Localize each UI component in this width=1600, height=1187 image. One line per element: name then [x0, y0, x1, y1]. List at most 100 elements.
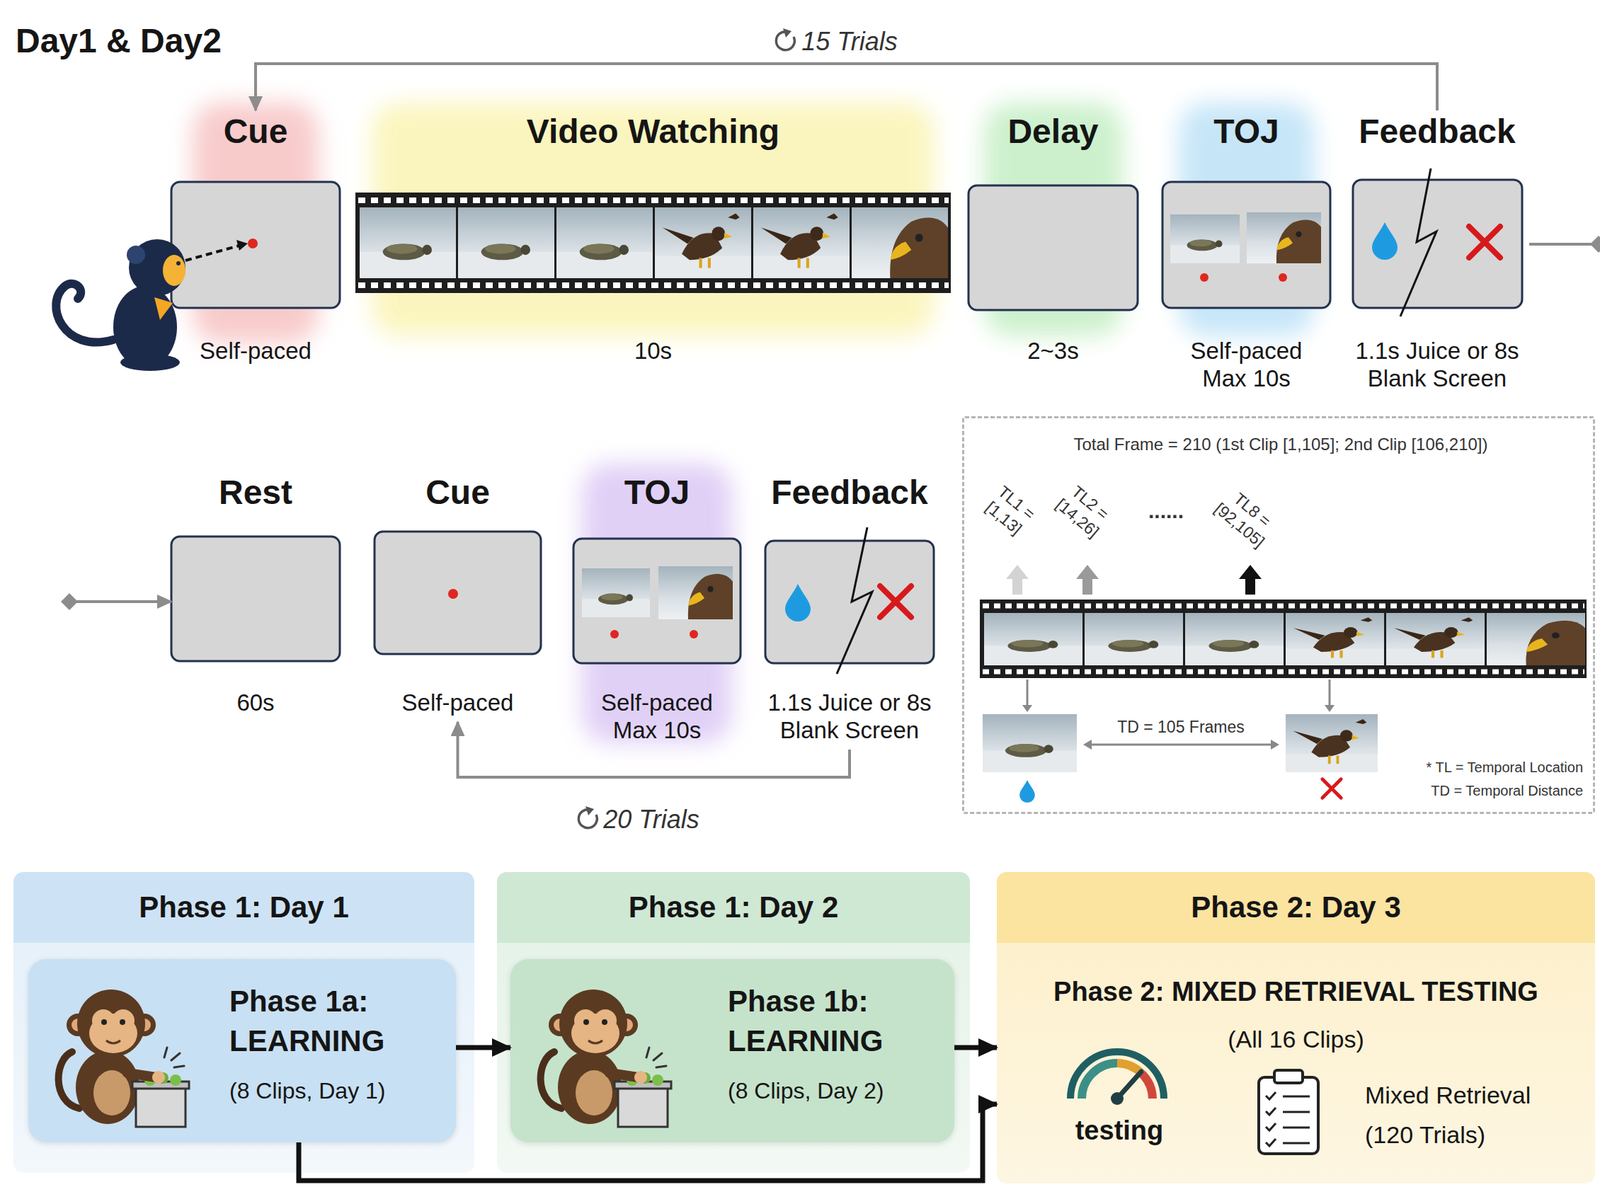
sample-leaders — [1322, 779, 1341, 798]
feedback-stage: Feedback 1.1s Juice or 8s Blank Screen — [1345, 110, 1530, 398]
cue-monkey — [236, 240, 248, 251]
clip-filmstrip — [979, 599, 1587, 679]
gauge-icon — [1070, 1052, 1164, 1106]
stage-heading: Delay — [968, 110, 1138, 153]
stage-timing: 1.1s Juice or 8s Blank Screen — [1345, 336, 1530, 393]
stage-glows — [192, 102, 319, 344]
screens — [171, 181, 340, 308]
feedback-icons — [1469, 226, 1501, 258]
trial-count-label: 20 Trials — [598, 803, 704, 836]
stage-heading: Feedback — [757, 471, 942, 514]
stage-heading: Feedback — [1345, 110, 1530, 153]
phase-panel: Phase 2: Day 3 Phase 2: MIXED RETRIEVAL T… — [996, 872, 1596, 1184]
diagram-title: Day1 & Day2 — [15, 21, 222, 61]
panel-heading: Phase 1: Day 2 — [496, 872, 970, 944]
sample-leaders — [1083, 739, 1092, 750]
icon-caption: Mixed Retrieval (120 Trials) — [1364, 1075, 1550, 1155]
cue-monkey — [120, 353, 180, 371]
delay-stage: Delay2~3s — [968, 110, 1138, 371]
phase-monkeys — [58, 989, 672, 1128]
clip-filmstrip — [1185, 613, 1284, 666]
clipboard-icon — [1274, 1070, 1303, 1084]
video-filmstrip — [359, 207, 456, 279]
flow-connector — [298, 1104, 997, 1181]
stage-glows — [1178, 102, 1315, 337]
video-filmstrip — [654, 207, 752, 279]
sample-leaders — [1328, 679, 1331, 707]
phase-monkeys — [58, 989, 190, 1128]
panel-subheading: Phase 2: MIXED RETRIEVAL TESTING — [1010, 974, 1581, 1010]
panel-heading: Phase 1: Day 1 — [13, 872, 475, 944]
trial-count-label: 15 Trials — [797, 25, 902, 58]
loop-icons — [578, 809, 597, 829]
toj-thumbnails — [581, 568, 650, 618]
sample-leaders — [1022, 705, 1033, 713]
gauge-icon — [1110, 1092, 1124, 1106]
video-filmstrip — [355, 192, 951, 294]
gauge-icon — [1070, 1052, 1164, 1099]
stage-timing: 60s — [184, 688, 327, 717]
video-filmstrip — [458, 207, 555, 279]
phase-panel: Phase 1: Day 2Phase 1b: LEARNING(8 Clips… — [496, 872, 970, 1174]
flow-connector — [458, 722, 851, 778]
video-stage: Video Watching10s — [355, 110, 951, 371]
cue-monkey — [55, 283, 114, 343]
temporal-location: TL2 = [14,26] — [1042, 471, 1125, 550]
screens — [765, 540, 934, 664]
feedback-icons — [785, 584, 811, 622]
rest-stage: Rest60s — [171, 471, 340, 723]
stage-glows — [192, 102, 1315, 744]
panel-subtext: (All 16 Clips) — [1010, 1023, 1581, 1055]
gauge-icon — [1117, 1063, 1142, 1074]
feedback-icons — [836, 527, 873, 674]
screens — [1352, 179, 1523, 308]
temporal-location-arrows — [1006, 564, 1029, 595]
cue-monkey — [154, 297, 173, 320]
screens — [171, 179, 1523, 664]
flow-connector — [455, 1045, 511, 1051]
stage-timing: Self-paced Max 10s — [586, 688, 728, 745]
stage-glows — [984, 102, 1123, 337]
loop-icon-heads — [585, 806, 594, 816]
video-filmstrip — [358, 197, 949, 204]
temporal-location-arrows — [1076, 564, 1099, 595]
toj-stage: TOJSelf-paced Max 10s — [1162, 110, 1331, 398]
panel-heading: Phase 2: Day 3 — [996, 872, 1596, 944]
video-filmstrip — [753, 207, 850, 279]
screens — [573, 538, 741, 664]
cue-monkey — [126, 245, 146, 265]
phase-panel: Phase 1: Day 1Phase 1a: LEARNING(8 Clips… — [13, 872, 475, 1174]
cue-monkey — [176, 261, 181, 266]
stage-timing: 10s — [582, 336, 725, 365]
stage-heading: TOJ — [573, 471, 741, 514]
stage-glows — [371, 102, 935, 337]
video-filmstrip — [556, 207, 653, 279]
video-filmstrip — [355, 192, 951, 294]
video-filmstrip — [358, 282, 949, 289]
toj-thumbnails — [581, 212, 1322, 620]
cue-monkey — [55, 239, 248, 371]
cue-monkey — [128, 239, 186, 296]
continuation-diamonds — [60, 593, 78, 611]
temporal-location: TL8 = [92,105] — [1202, 477, 1290, 559]
clip-filmstrip — [984, 613, 1083, 666]
cue-dots — [1200, 273, 1209, 282]
sample-leaders — [1090, 744, 1273, 747]
screens — [968, 185, 1138, 311]
clip-filmstrip — [982, 603, 1585, 609]
loop-icon-heads — [585, 28, 792, 816]
sample-leaders — [1019, 780, 1036, 803]
stage-heading: TOJ — [1162, 110, 1331, 153]
clipboard-icon — [1258, 1070, 1319, 1154]
sample-leaders — [982, 679, 1378, 803]
cue-dots — [610, 630, 619, 639]
flow-connector — [69, 244, 1600, 602]
sample-leaders — [1324, 705, 1335, 713]
toj-thumbnails — [658, 566, 733, 620]
icon-caption: testing — [1062, 1115, 1176, 1147]
abbreviation-note: TD = Temporal Distance — [1430, 782, 1584, 800]
sample-leaders — [1270, 739, 1280, 750]
cue-dots — [1278, 273, 1288, 282]
continuation-diamonds — [1590, 235, 1600, 253]
